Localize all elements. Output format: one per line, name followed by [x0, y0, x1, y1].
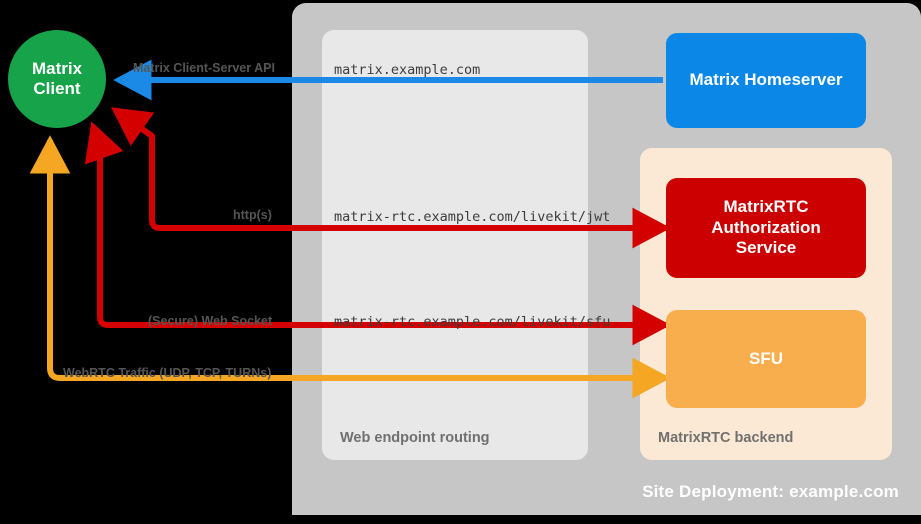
- arrow-webrtc-traffic: [29, 135, 660, 381]
- edge-label-http: http(s): [233, 208, 272, 222]
- edge-label-client-server-api: Matrix Client-Server API: [133, 61, 275, 75]
- web-endpoint-routing-label: Web endpoint routing: [340, 430, 490, 446]
- edge-label-webrtc-traffic: WebRTC Traffic (UDP, TCP, TURNs): [63, 366, 272, 380]
- auth-label-line3: Service: [735, 238, 797, 258]
- auth-label-line2: Authorization: [711, 217, 821, 237]
- auth-label-line1: MatrixRTC: [723, 196, 809, 216]
- node-matrixrtc-authorization-service[interactable]: MatrixRTC Authorization Service: [666, 178, 866, 278]
- matrix-homeserver-label: Matrix Homeserver: [689, 70, 843, 90]
- node-matrix-homeserver[interactable]: Matrix Homeserver: [666, 33, 866, 128]
- node-sfu[interactable]: SFU: [666, 310, 866, 408]
- arrow-web-socket: [84, 121, 660, 328]
- url-label-sfu: matrix-rtc.example.com/livekit/sfu: [334, 314, 611, 330]
- web-endpoint-routing-panel: Web endpoint routing: [322, 30, 588, 460]
- matrix-client-label-line1: Matrix: [31, 58, 83, 78]
- node-matrix-client[interactable]: Matrix Client: [8, 30, 106, 128]
- edge-label-web-socket: (Secure) Web Socket: [148, 314, 273, 328]
- url-label-matrix: matrix.example.com: [334, 62, 481, 78]
- site-deployment-label: Site Deployment: example.com: [642, 482, 899, 501]
- url-label-jwt: matrix-rtc.example.com/livekit/jwt: [334, 209, 611, 225]
- sfu-label: SFU: [749, 348, 783, 368]
- matrix-client-label-line2: Client: [33, 79, 81, 98]
- matrixrtc-backend-label: MatrixRTC backend: [658, 430, 794, 446]
